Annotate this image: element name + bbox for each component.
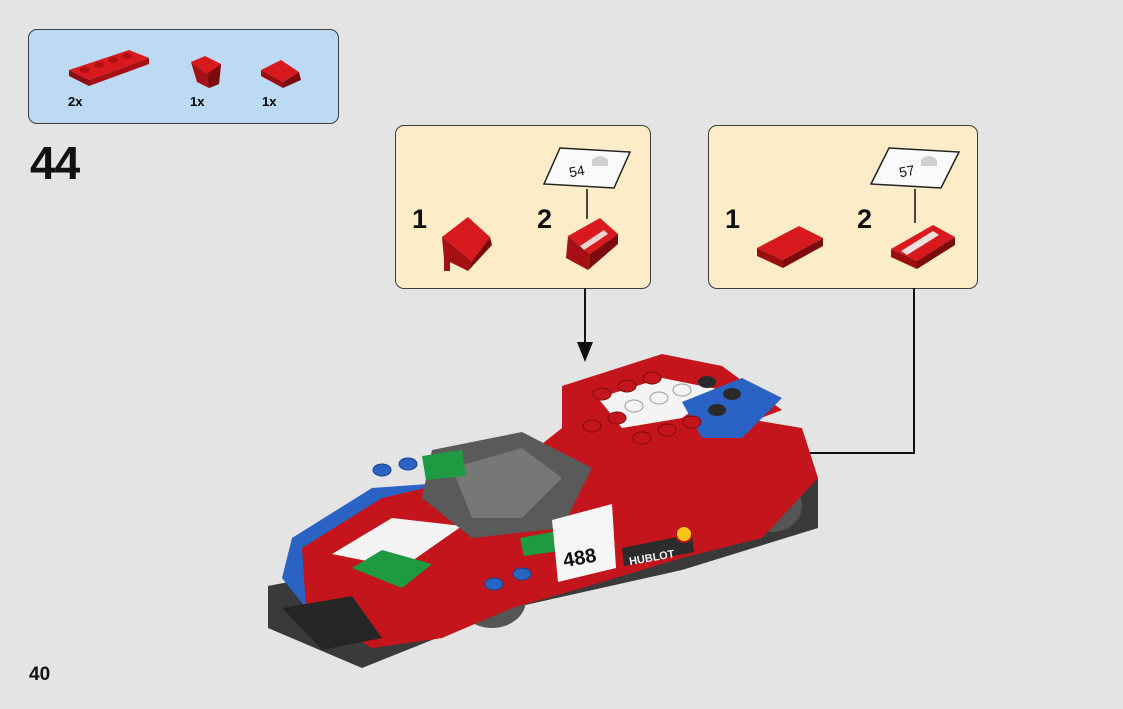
- part-quantity: 2x: [68, 94, 83, 109]
- part-quantity: 1x: [190, 94, 205, 109]
- sticker-number: 57: [898, 162, 916, 180]
- sticker-sheet-icon: 54: [542, 147, 632, 189]
- parts-list-box: 2x 1x 1x: [28, 29, 339, 124]
- sub-step-number: 2: [537, 204, 553, 234]
- callout-leader-line: [914, 189, 916, 223]
- sub-assembly-callout: 1 2 54: [395, 125, 651, 289]
- sticker-sheet-icon: 57: [869, 147, 961, 189]
- red-wedge-slope-icon: [757, 226, 823, 268]
- sub-step-number: 1: [725, 204, 741, 234]
- page-number: 40: [29, 664, 51, 685]
- part-quantity: 1x: [262, 94, 277, 109]
- sub-step-number: 2: [857, 204, 873, 234]
- step-number: 44: [30, 137, 80, 189]
- placement-arrow: [577, 288, 593, 362]
- red-curved-slope-icon: [191, 56, 221, 88]
- callout-leader-line: [586, 189, 588, 219]
- red-curved-slope-with-sticker-icon: [566, 218, 618, 270]
- sub-assembly-callout: 1 2 57: [708, 125, 978, 289]
- race-car-model-icon: 488 HUBLOT: [268, 354, 818, 668]
- red-wedge-slope-icon: [261, 60, 301, 88]
- sub-step-number: 1: [412, 204, 428, 234]
- sticker-number: 54: [568, 162, 586, 180]
- red-plate-1x4-icon: [69, 50, 149, 86]
- red-curved-slope-icon: [442, 217, 492, 271]
- red-wedge-slope-with-sticker-icon: [891, 225, 955, 269]
